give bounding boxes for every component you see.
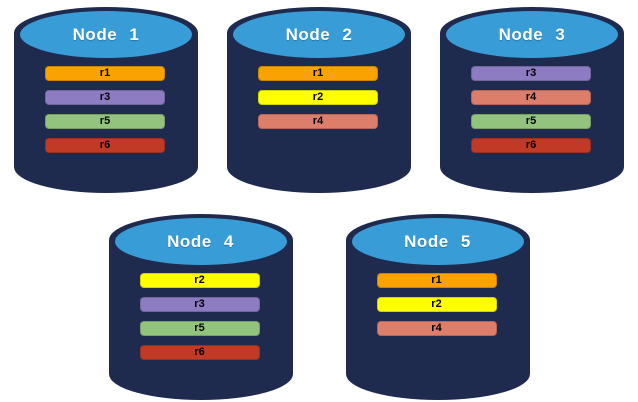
- node-1-cylinder: Node 1 r1 r3 r5 r6: [14, 7, 198, 193]
- replica-bar-r3: r3: [471, 66, 591, 81]
- replica-bar-r4: r4: [376, 321, 497, 336]
- replica-bar-r6: r6: [139, 345, 260, 360]
- replica-bar-r1: r1: [376, 273, 497, 288]
- node-2-cylinder: Node 2 r1 r2 r4: [227, 7, 411, 193]
- cylinder-top-ellipse: Node 4: [114, 218, 287, 265]
- replica-list: r1 r3 r5 r6: [45, 66, 165, 153]
- replica-bar-r4: r4: [471, 90, 591, 105]
- replica-bar-r3: r3: [45, 90, 165, 105]
- replica-bar-r1: r1: [258, 66, 378, 81]
- replica-list: r2 r3 r5 r6: [139, 273, 260, 360]
- replica-bar-r6: r6: [471, 138, 591, 153]
- cylinder-top-ellipse: Node 1: [20, 11, 192, 58]
- bottom-row: Node 4 r2 r3 r5 r6 Node 5 r1 r2 r4: [0, 193, 638, 400]
- node-5-cylinder: Node 5 r1 r2 r4: [345, 214, 530, 400]
- cylinder-top-ellipse: Node 2: [233, 11, 405, 58]
- replica-bar-r2: r2: [139, 273, 260, 288]
- node-3-cylinder: Node 3 r3 r4 r5 r6: [440, 7, 624, 193]
- node-4-cylinder: Node 4 r2 r3 r5 r6: [108, 214, 293, 400]
- cylinder-bottom: [227, 141, 411, 193]
- replica-bar-r6: r6: [45, 138, 165, 153]
- replica-bar-r1: r1: [45, 66, 165, 81]
- replica-bar-r2: r2: [258, 90, 378, 105]
- cylinder-bottom: [345, 348, 530, 400]
- replica-bar-r3: r3: [139, 297, 260, 312]
- replica-bar-r2: r2: [376, 297, 497, 312]
- node-title: Node 2: [285, 24, 353, 44]
- node-title: Node 4: [167, 231, 234, 251]
- replica-list: r3 r4 r5 r6: [471, 66, 591, 153]
- node-title: Node 5: [404, 231, 471, 251]
- replica-list: r1 r2 r4: [258, 66, 378, 129]
- replica-bar-r5: r5: [139, 321, 260, 336]
- replica-bar-r5: r5: [471, 114, 591, 129]
- replica-bar-r5: r5: [45, 114, 165, 129]
- replica-bar-r4: r4: [258, 114, 378, 129]
- node-title: Node 3: [498, 24, 566, 44]
- cylinder-top-ellipse: Node 5: [351, 218, 524, 265]
- replica-list: r1 r2 r4: [376, 273, 497, 336]
- cylinder-top-ellipse: Node 3: [446, 11, 618, 58]
- node-title: Node 1: [72, 24, 140, 44]
